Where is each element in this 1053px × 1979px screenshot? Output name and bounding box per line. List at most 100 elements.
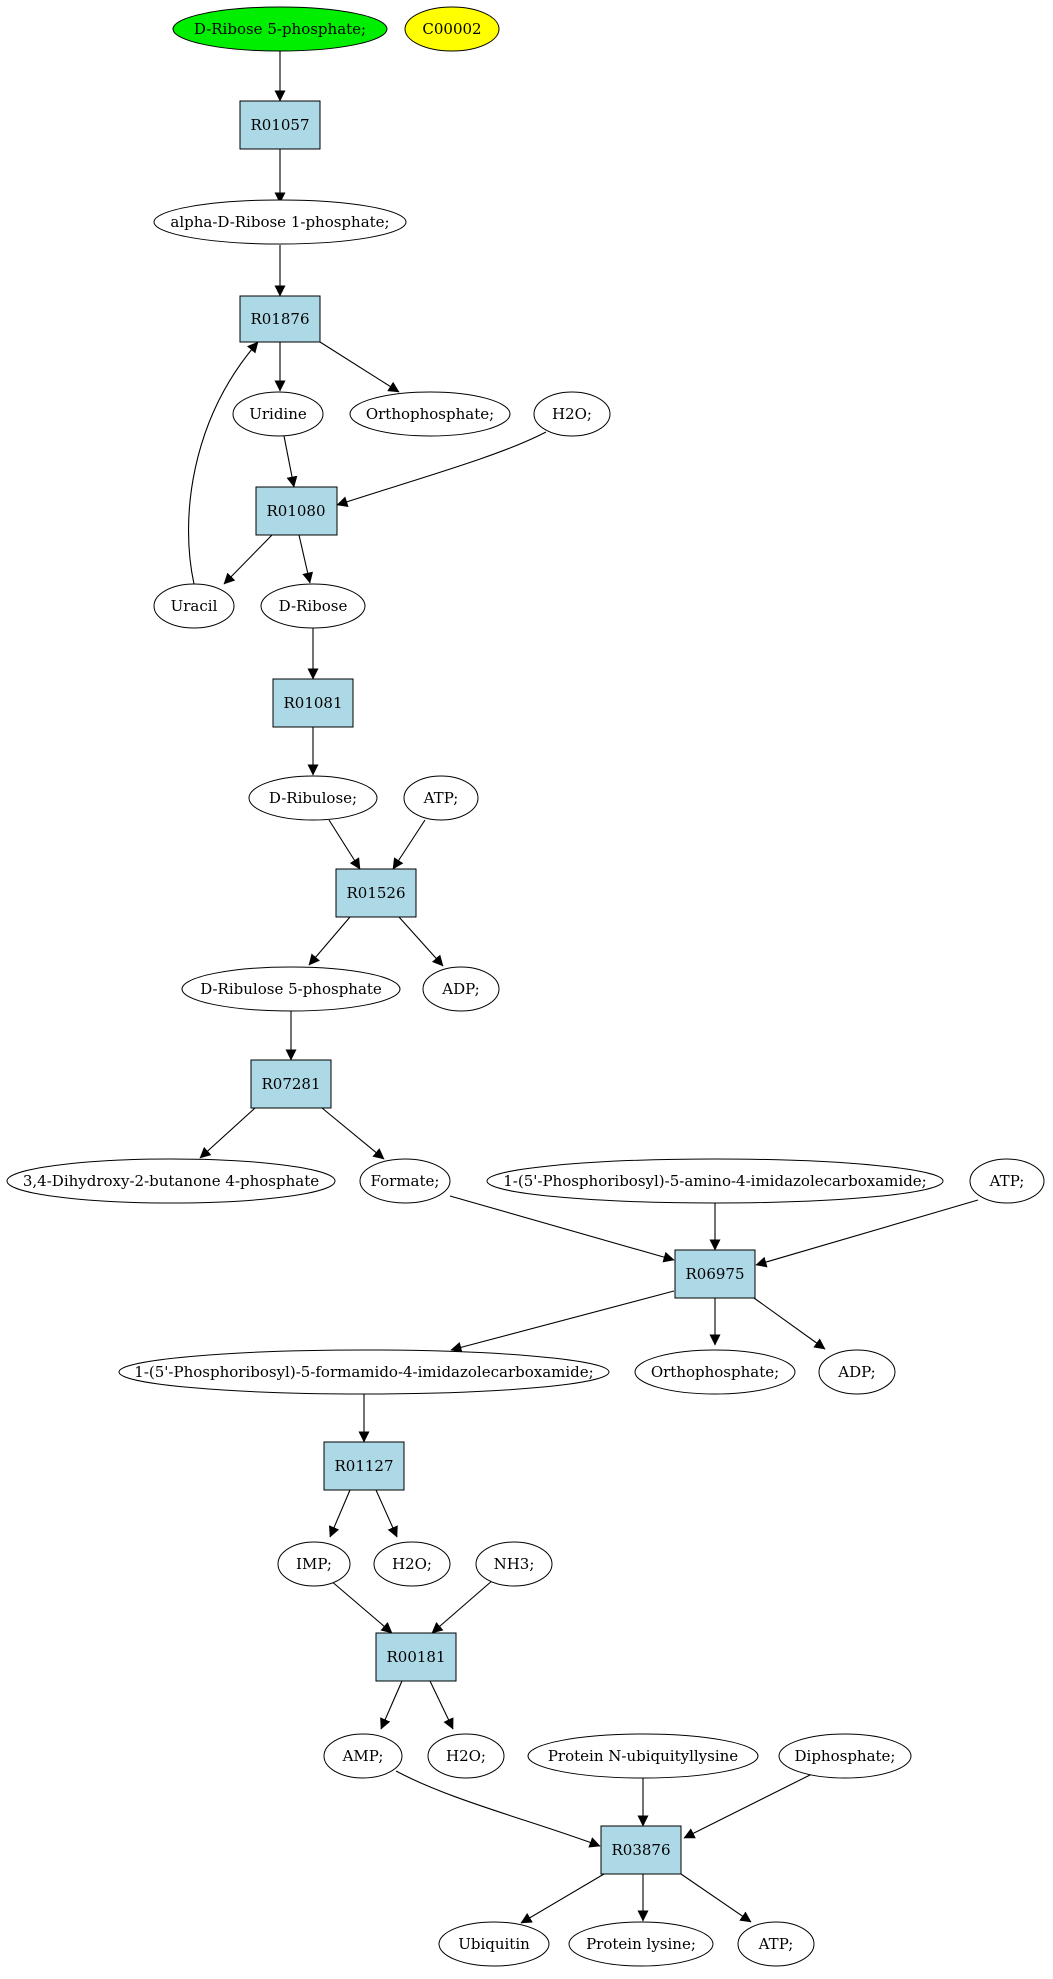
edges [187,47,979,1924]
compound-node-alpha-d-ribose-1-phosphate[interactable]: alpha-D-Ribose 1-phosphate; [153,199,407,245]
reaction-node-r06975[interactable]: R06975 [674,1249,756,1299]
compound-node-dihydroxybutanone-phosphate[interactable]: 3,4-Dihydroxy-2-butanone 4-phosphate [6,1158,336,1204]
reaction-node-r00181[interactable]: R00181 [375,1632,457,1682]
node-shape [323,1441,405,1491]
compound-node-d-ribose[interactable]: D-Ribose [260,583,366,629]
compound-node-diphosphate[interactable]: Diphosphate; [778,1733,912,1779]
compound-node-uracil[interactable]: Uracil [153,583,235,629]
node-shape [239,295,321,343]
compound-node-amp[interactable]: AMP; [323,1733,403,1779]
node-shape [375,1632,457,1682]
compound-node-h2o-3[interactable]: H2O; [427,1733,505,1779]
node-label: H2O; [552,405,592,423]
node-shape [181,966,401,1012]
edge-r06975-adp2 [753,1297,826,1350]
node-label: R07281 [261,1075,320,1093]
node-label: ADP; [837,1363,875,1381]
node-shape [438,1921,550,1967]
edge-atp2-r06975 [755,1199,979,1268]
node-label: Uracil [171,597,218,615]
node-shape [403,775,479,821]
node-shape [277,1541,351,1587]
edge-r00181-h2o3 [429,1680,454,1730]
nodes: D-Ribose 5-phosphate; C00002 R01057 alph… [6,6,1045,1967]
compound-node-h2o[interactable]: H2O; [533,391,611,437]
node-shape [634,1349,796,1395]
node-shape [232,391,324,437]
compound-node-adp-2[interactable]: ADP; [818,1349,896,1395]
compound-node-protein-n-ubiquityllysine[interactable]: Protein N-ubiquityllysine [527,1733,759,1779]
node-label: Protein lysine; [586,1935,696,1953]
node-shape [272,678,354,728]
node-label: 3,4-Dihydroxy-2-butanone 4-phosphate [23,1172,319,1190]
compound-node-d-ribose-5-phosphate[interactable]: D-Ribose 5-phosphate; [172,6,388,52]
node-shape [737,1921,815,1967]
compound-node-faicar[interactable]: 1-(5'-Phosphoribosyl)-5-formamido-4-imid… [118,1349,610,1395]
node-label: 1-(5'-Phosphoribosyl)-5-formamido-4-imid… [134,1363,593,1381]
node-shape [250,1059,332,1109]
node-shape [427,1733,505,1779]
edge-r01876-orthophosphate [319,341,400,393]
node-label: Uridine [249,405,307,423]
node-label: ATP; [758,1935,794,1953]
compound-node-d-ribulose-5-phosphate[interactable]: D-Ribulose 5-phosphate [181,966,401,1012]
node-label: ATP; [423,789,459,807]
compound-node-aicar[interactable]: 1-(5'-Phosphoribosyl)-5-amino-4-imidazol… [486,1158,944,1204]
edge-amp-r03876 [395,1770,601,1848]
compound-node-atp-3[interactable]: ATP; [737,1921,815,1967]
node-shape [778,1733,912,1779]
edge-r01127-imp [329,1489,351,1538]
compound-node-orthophosphate-2[interactable]: Orthophosphate; [634,1349,796,1395]
compound-node-h2o-2[interactable]: H2O; [373,1541,451,1587]
node-shape [527,1733,759,1779]
node-label: R06975 [685,1265,744,1283]
reaction-node-r01080[interactable]: R01080 [255,486,338,536]
compound-node-imp[interactable]: IMP; [277,1541,351,1587]
edge-formate-r06975 [449,1195,675,1263]
node-label: D-Ribulose 5-phosphate [200,980,382,998]
node-shape [323,1733,403,1779]
node-shape [6,1158,336,1204]
edge-h2o-r01080 [336,431,547,507]
reaction-node-r07281[interactable]: R07281 [250,1059,332,1109]
compound-node-atp[interactable]: ATP; [403,775,479,821]
compound-node-ubiquitin[interactable]: Ubiquitin [438,1921,550,1967]
node-shape [568,1921,714,1967]
compound-node-c00002[interactable]: C00002 [404,6,500,52]
edge-r01127-h2o2 [375,1489,398,1538]
node-shape [118,1349,610,1395]
node-label: R00181 [386,1648,445,1666]
node-label: H2O; [446,1747,486,1765]
reaction-node-r01057[interactable]: R01057 [239,100,321,150]
node-label: D-Ribose 5-phosphate; [194,20,366,38]
node-label: Diphosphate; [795,1747,896,1765]
node-shape [153,583,235,629]
node-label: R01526 [346,884,405,902]
reaction-node-r01526[interactable]: R01526 [335,868,417,918]
edge-r01526-ribulose5p [308,916,351,966]
reaction-node-r01876[interactable]: R01876 [239,295,321,343]
reaction-node-r01127[interactable]: R01127 [323,1441,405,1491]
reaction-node-r01081[interactable]: R01081 [272,678,354,728]
node-shape [475,1541,553,1587]
node-label: ATP; [989,1172,1025,1190]
compound-node-uridine[interactable]: Uridine [232,391,324,437]
node-label: alpha-D-Ribose 1-phosphate; [170,213,389,231]
compound-node-orthophosphate[interactable]: Orthophosphate; [349,391,511,437]
edge-d-ribulose-r01526 [328,819,361,870]
compound-node-protein-lysine[interactable]: Protein lysine; [568,1921,714,1967]
compound-node-nh3[interactable]: NH3; [475,1541,553,1587]
compound-node-adp[interactable]: ADP; [422,966,500,1012]
reaction-node-r03876[interactable]: R03876 [600,1825,682,1875]
node-shape [373,1541,451,1587]
compound-node-atp-2[interactable]: ATP; [969,1158,1045,1204]
edge-atp1-r01526 [392,819,426,870]
node-label: Protein N-ubiquityllysine [548,1747,738,1765]
compound-node-d-ribulose[interactable]: D-Ribulose; [248,775,378,821]
node-shape [404,6,500,52]
node-shape [600,1825,682,1875]
node-label: Formate; [371,1172,440,1190]
node-label: R01080 [266,502,325,520]
node-label: C00002 [422,20,481,38]
compound-node-formate[interactable]: Formate; [359,1158,451,1204]
